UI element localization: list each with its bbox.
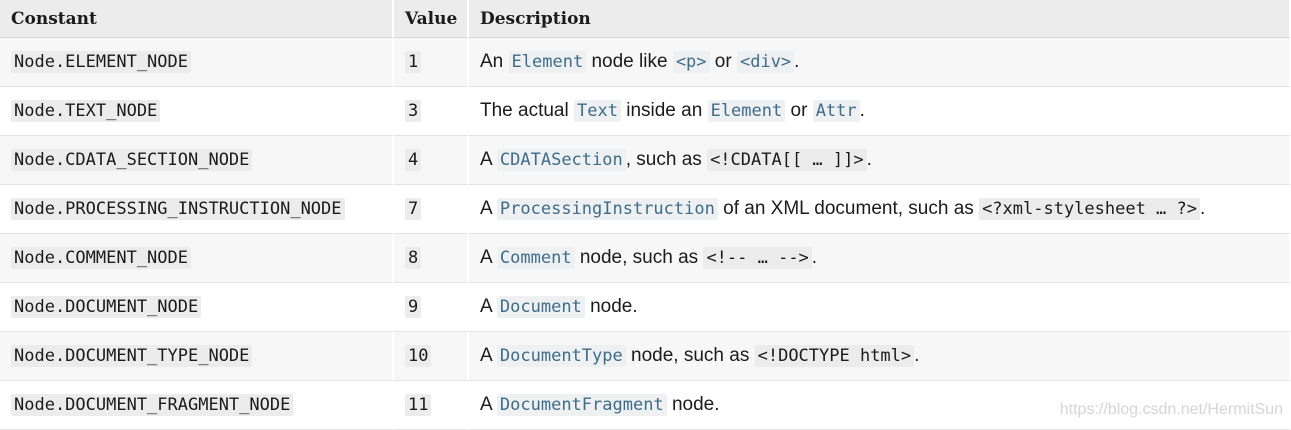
value-cell: 7: [394, 185, 469, 234]
description-text: A: [480, 247, 497, 268]
constant-code: Node.PROCESSING_INSTRUCTION_NODE: [11, 198, 345, 220]
constant-code: Node.ELEMENT_NODE: [11, 51, 191, 73]
value-cell: 10: [394, 332, 469, 381]
table-row: Node.CDATA_SECTION_NODE 4 A CDATASection…: [0, 136, 1291, 185]
column-header-description: Description: [469, 0, 1291, 38]
description-text: .: [811, 247, 818, 268]
description-text: node.: [666, 394, 720, 415]
table-row: Node.PROCESSING_INSTRUCTION_NODE 7 A Pro…: [0, 185, 1291, 234]
value-code: 8: [405, 247, 422, 269]
value-code: 7: [405, 198, 422, 220]
text-link[interactable]: Text: [574, 100, 621, 122]
description-text: A: [480, 394, 497, 415]
table-row: Node.COMMENT_NODE 8 A Comment node, such…: [0, 234, 1291, 283]
value-cell: 3: [394, 87, 469, 136]
value-cell: 1: [394, 38, 469, 87]
xml-stylesheet-example-code: <?xml-stylesheet … ?>: [979, 198, 1200, 220]
comment-link[interactable]: Comment: [496, 247, 575, 269]
description-text: An: [480, 51, 509, 72]
description-text: or: [709, 51, 737, 72]
constant-cell: Node.DOCUMENT_FRAGMENT_NODE: [0, 381, 394, 430]
value-code: 4: [405, 149, 422, 171]
description-text: The actual: [480, 100, 574, 121]
constant-code: Node.CDATA_SECTION_NODE: [11, 149, 253, 171]
description-text: A: [480, 296, 497, 317]
constant-cell: Node.DOCUMENT_NODE: [0, 283, 394, 332]
table-row: Node.DOCUMENT_NODE 9 A Document node.: [0, 283, 1291, 332]
document-link[interactable]: Document: [496, 296, 585, 318]
constant-code: Node.DOCUMENT_TYPE_NODE: [11, 345, 253, 367]
column-header-constant: Constant: [0, 0, 394, 38]
constant-code: Node.DOCUMENT_NODE: [11, 296, 202, 318]
description-cell: A DocumentType node, such as <!DOCTYPE h…: [469, 332, 1291, 381]
constant-cell: Node.DOCUMENT_TYPE_NODE: [0, 332, 394, 381]
watermark: https://blog.csdn.net/HermitSun: [1059, 401, 1283, 418]
constant-cell: Node.TEXT_NODE: [0, 87, 394, 136]
value-code: 9: [405, 296, 422, 318]
constant-code: Node.DOCUMENT_FRAGMENT_NODE: [11, 394, 294, 416]
processinginstruction-link[interactable]: ProcessingInstruction: [496, 198, 718, 220]
description-text: node, such as: [625, 345, 755, 366]
description-cell: The actual Text inside an Element or Att…: [469, 87, 1291, 136]
description-text: of an XML document, such as: [717, 198, 980, 219]
table-row: Node.DOCUMENT_TYPE_NODE 10 A DocumentTyp…: [0, 332, 1291, 381]
constant-cell: Node.CDATA_SECTION_NODE: [0, 136, 394, 185]
documentfragment-link[interactable]: DocumentFragment: [496, 394, 667, 416]
element-link[interactable]: Element: [508, 51, 587, 73]
constant-code: Node.COMMENT_NODE: [11, 247, 191, 269]
description-cell: A Document node.: [469, 283, 1291, 332]
constant-cell: Node.PROCESSING_INSTRUCTION_NODE: [0, 185, 394, 234]
description-cell: A Comment node, such as <!-- … -->.: [469, 234, 1291, 283]
value-cell: 8: [394, 234, 469, 283]
cdata-example-code: <!CDATA[[ … ]]>: [707, 149, 867, 171]
attr-link[interactable]: Attr: [812, 100, 860, 122]
value-code: 1: [405, 51, 422, 73]
comment-example-code: <!-- … -->: [703, 247, 812, 269]
doctype-example-code: <!DOCTYPE html>: [754, 345, 915, 367]
constant-cell: Node.COMMENT_NODE: [0, 234, 394, 283]
table-header-row: Constant Value Description: [0, 0, 1291, 38]
value-code: 3: [405, 100, 422, 122]
documenttype-link[interactable]: DocumentType: [496, 345, 626, 367]
column-header-value: Value: [394, 0, 469, 38]
table-row: Node.ELEMENT_NODE 1 An Element node like…: [0, 38, 1291, 87]
value-code: 10: [405, 345, 432, 367]
description-cell: A ProcessingInstruction of an XML docume…: [469, 185, 1291, 234]
description-text: inside an: [620, 100, 708, 121]
description-text: A: [480, 149, 497, 170]
value-cell: 11: [394, 381, 469, 430]
constant-cell: Node.ELEMENT_NODE: [0, 38, 394, 87]
description-text: node like: [586, 51, 673, 72]
constant-code: Node.TEXT_NODE: [11, 100, 161, 122]
value-code: 11: [405, 394, 432, 416]
description-text: A: [480, 198, 497, 219]
description-text: or: [785, 100, 813, 121]
table-row: Node.TEXT_NODE 3 The actual Text inside …: [0, 87, 1291, 136]
element-link[interactable]: Element: [707, 100, 786, 122]
description-text: .: [914, 345, 920, 366]
cdatasection-link[interactable]: CDATASection: [496, 149, 626, 171]
description-text: .: [1200, 198, 1206, 219]
description-text: , such as: [625, 149, 708, 170]
div-element-link[interactable]: <div>: [736, 51, 795, 73]
value-cell: 9: [394, 283, 469, 332]
description-text: node.: [584, 296, 638, 317]
description-text: node, such as: [574, 247, 704, 268]
description-cell: A CDATASection, such as <!CDATA[[ … ]]>.: [469, 136, 1291, 185]
description-text: .: [866, 149, 872, 170]
description-text: .: [794, 51, 800, 72]
description-text: A: [480, 345, 497, 366]
p-element-link[interactable]: <p>: [672, 51, 710, 73]
description-text: .: [859, 100, 865, 121]
description-cell: An Element node like <p> or <div>.: [469, 38, 1291, 87]
value-cell: 4: [394, 136, 469, 185]
